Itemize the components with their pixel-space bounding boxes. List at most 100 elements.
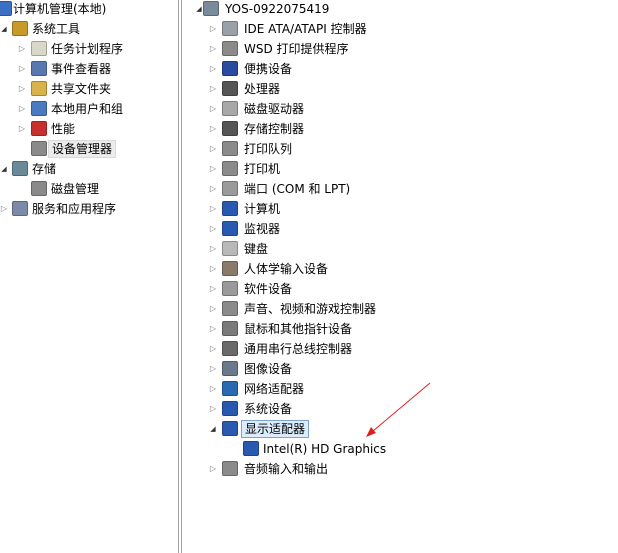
device-category[interactable]: ▷IDE ATA/ATAPI 控制器	[183, 20, 618, 38]
device-item[interactable]: Intel(R) HD Graphics	[183, 440, 618, 458]
nav-item[interactable]: ▷ 任务计划程序	[0, 40, 178, 58]
device-category[interactable]: ▷ 图像设备	[183, 360, 618, 378]
tree-item-label: 图像设备	[244, 362, 293, 376]
device-category[interactable]: ▷ 打印队列	[183, 140, 618, 158]
device-category[interactable]: ▷ 存储控制器	[183, 120, 618, 138]
device-category[interactable]: ▷WSD 打印提供程序	[183, 40, 618, 58]
device-category[interactable]: ▷处理器	[183, 80, 618, 98]
collapsed-arrow-icon[interactable]: ▷	[18, 104, 26, 113]
expanded-arrow-icon[interactable]: ◢	[196, 5, 202, 13]
tree-item-label: 任务计划程序	[51, 42, 124, 56]
collapsed-arrow-icon[interactable]: ▷	[209, 244, 217, 253]
device-category[interactable]: ▷ 监视器	[183, 220, 618, 238]
device-category[interactable]: ▷软件设备	[183, 280, 618, 298]
device-category[interactable]: ▷打印机	[183, 160, 618, 178]
disk-drive-icon	[222, 101, 238, 116]
nav-item[interactable]: ▷ 本地用户和组	[0, 100, 178, 118]
collapsed-arrow-icon[interactable]: ▷	[18, 84, 26, 93]
tree-item-label: 通用串行总线控制器	[244, 342, 353, 356]
disk-management-icon	[31, 181, 47, 196]
collapsed-arrow-icon[interactable]: ▷	[209, 284, 217, 293]
device-category[interactable]: ▷ 便携设备	[183, 60, 618, 78]
device-manager-icon	[31, 141, 47, 156]
usb-icon	[222, 341, 238, 356]
navigation-pane: 计算机管理(本地)◢系统工具▷任务计划程序▷事件查看器▷共享文件夹▷本地用户和组…	[0, 0, 178, 553]
collapsed-arrow-icon[interactable]: ▷	[209, 404, 217, 413]
nav-item[interactable]: ▷事件查看器	[0, 60, 178, 78]
tree-item-label: 本地用户和组	[51, 102, 124, 116]
device-category[interactable]: ▷ 键盘	[183, 240, 618, 258]
collapsed-arrow-icon[interactable]: ▷	[209, 24, 217, 33]
device-category[interactable]: ▷音频输入和输出	[183, 460, 618, 478]
device-category[interactable]: ▷ 磁盘驱动器	[183, 100, 618, 118]
tree-item-label: 磁盘管理	[51, 182, 100, 196]
device-category[interactable]: ▷ 通用串行总线控制器	[183, 340, 618, 358]
collapsed-arrow-icon[interactable]: ▷	[209, 384, 217, 393]
tree-item-label: 磁盘驱动器	[244, 102, 305, 116]
device-category[interactable]: ▷ 系统设备	[183, 400, 618, 418]
nav-item[interactable]: 设备管理器	[0, 140, 178, 158]
device-category[interactable]: ▷ 鼠标和其他指针设备	[183, 320, 618, 338]
collapsed-arrow-icon[interactable]: ▷	[209, 344, 217, 353]
nav-item[interactable]: ◢ 系统工具	[0, 20, 178, 38]
nav-item[interactable]: ▷ 性能	[0, 120, 178, 138]
nav-item[interactable]: 计算机管理(本地)	[0, 0, 178, 18]
network-adapter-icon	[222, 381, 238, 396]
nav-item[interactable]: ▷服务和应用程序	[0, 200, 178, 218]
collapsed-arrow-icon[interactable]: ▷	[209, 184, 217, 193]
speaker-icon	[222, 461, 238, 476]
device-category[interactable]: ◢显示适配器	[183, 420, 618, 438]
collapsed-arrow-icon[interactable]: ▷	[209, 364, 217, 373]
collapsed-arrow-icon[interactable]: ▷	[209, 44, 217, 53]
pane-splitter[interactable]	[178, 0, 179, 553]
device-category[interactable]: ▷人体学输入设备	[183, 260, 618, 278]
collapsed-arrow-icon[interactable]: ▷	[209, 264, 217, 273]
device-tree-root[interactable]: ◢ YOS-0922075419	[183, 0, 618, 18]
collapsed-arrow-icon[interactable]: ▷	[209, 224, 217, 233]
expanded-arrow-icon[interactable]: ◢	[210, 425, 216, 433]
performance-icon	[31, 121, 47, 136]
collapsed-arrow-icon[interactable]: ▷	[209, 124, 217, 133]
collapsed-arrow-icon[interactable]: ▷	[18, 44, 26, 53]
collapsed-arrow-icon[interactable]: ▷	[18, 124, 26, 133]
tree-item-label: 打印队列	[244, 142, 293, 156]
tree-item-label: 存储控制器	[244, 122, 305, 136]
nav-item[interactable]: ▷共享文件夹	[0, 80, 178, 98]
expanded-arrow-icon[interactable]: ◢	[1, 165, 7, 173]
collapsed-arrow-icon[interactable]: ▷	[209, 164, 217, 173]
tree-item-label: 系统工具	[32, 22, 81, 36]
collapsed-arrow-icon[interactable]: ▷	[209, 204, 217, 213]
device-category[interactable]: ▷ 计算机	[183, 200, 618, 218]
mouse-icon	[222, 321, 238, 336]
device-category[interactable]: ▷端口 (COM 和 LPT)	[183, 180, 618, 198]
collapsed-arrow-icon[interactable]: ▷	[209, 324, 217, 333]
camera-icon	[222, 361, 238, 376]
collapsed-arrow-icon[interactable]: ▷	[209, 304, 217, 313]
tree-item-label: 系统设备	[244, 402, 293, 416]
collapsed-arrow-icon[interactable]: ▷	[18, 64, 26, 73]
collapsed-arrow-icon[interactable]: ▷	[209, 84, 217, 93]
collapsed-arrow-icon[interactable]: ▷	[209, 104, 217, 113]
ide-controller-icon	[222, 21, 238, 36]
clock-icon	[31, 41, 47, 56]
expanded-arrow-icon[interactable]: ◢	[1, 25, 7, 33]
tree-item-label: YOS-0922075419	[225, 2, 330, 16]
device-category[interactable]: ▷网络适配器	[183, 380, 618, 398]
tree-item-label: 键盘	[244, 242, 269, 256]
tree-item-label: 鼠标和其他指针设备	[244, 322, 353, 336]
tree-item-label: 设备管理器	[48, 140, 117, 158]
computer-icon	[222, 201, 238, 216]
nav-item[interactable]: 磁盘管理	[0, 180, 178, 198]
collapsed-arrow-icon[interactable]: ▷	[209, 144, 217, 153]
tree-item-label: 监视器	[244, 222, 281, 236]
device-category[interactable]: ▷声音、视频和游戏控制器	[183, 300, 618, 318]
tree-item-label: 性能	[51, 122, 76, 136]
nav-item[interactable]: ◢存储	[0, 160, 178, 178]
collapsed-arrow-icon[interactable]: ▷	[0, 204, 8, 213]
collapsed-arrow-icon[interactable]: ▷	[209, 464, 217, 473]
tree-item-label: 计算机	[244, 202, 281, 216]
collapsed-arrow-icon[interactable]: ▷	[209, 64, 217, 73]
tools-icon	[12, 21, 28, 36]
computer-icon	[203, 1, 219, 16]
tree-item-label: 便携设备	[244, 62, 293, 76]
